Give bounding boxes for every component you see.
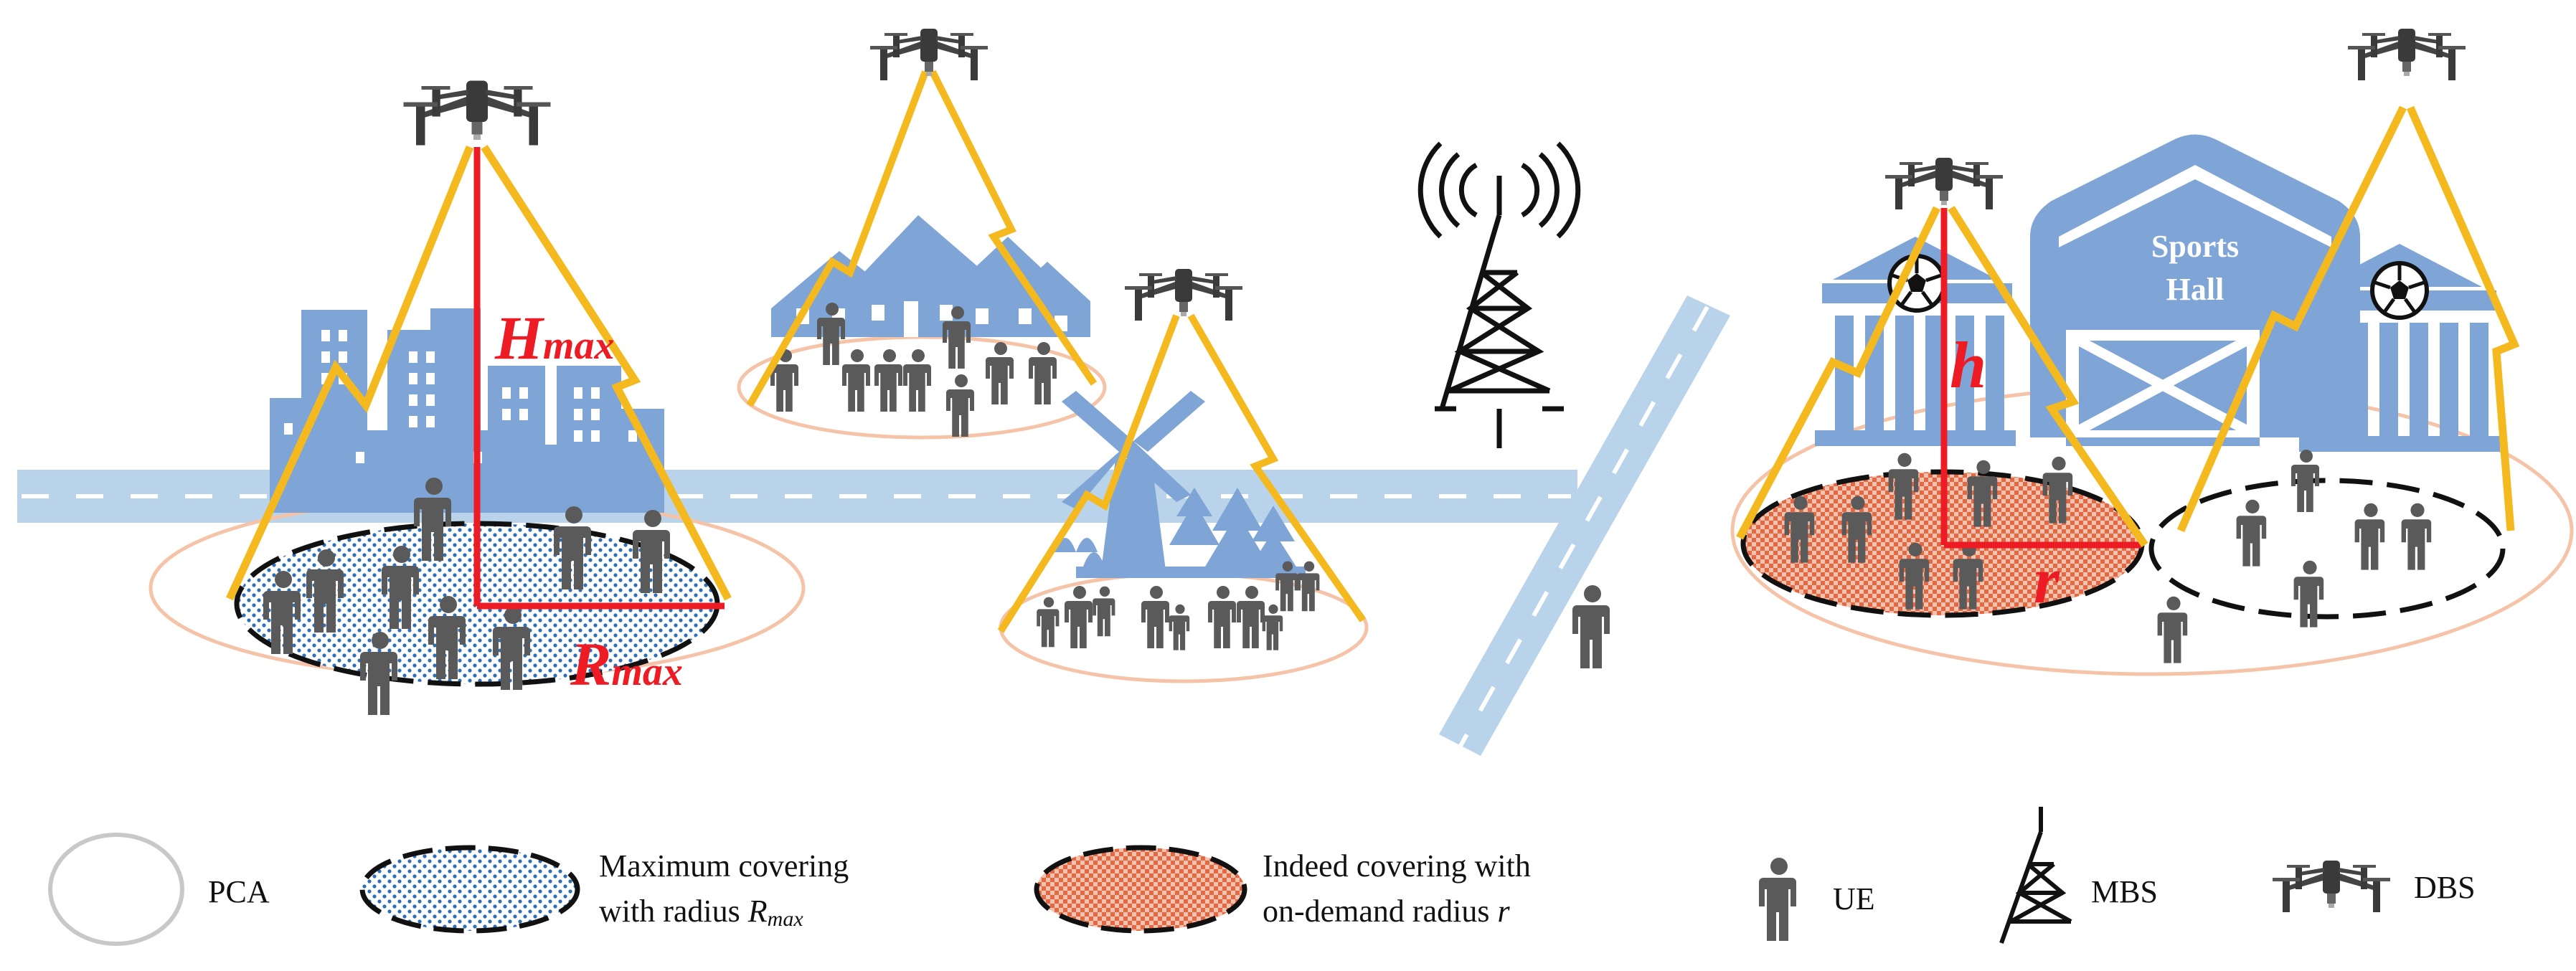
h-line	[1940, 208, 2141, 549]
city-windows	[284, 330, 637, 463]
drone-sports-left	[1885, 158, 2003, 209]
drone-windmill	[1125, 269, 1242, 321]
legend-ue-label: UE	[1833, 881, 1875, 916]
legend-indeed-line1: Indeed covering with	[1263, 848, 1531, 884]
legend-indeed-line2: on-demand radius r	[1263, 894, 1510, 929]
legend-pca-label: PCA	[208, 874, 270, 909]
houses-beams	[746, 70, 1098, 407]
legend-max-symbol	[359, 845, 580, 934]
soccer-ball-right-icon	[2372, 263, 2427, 318]
sports-hall	[2030, 134, 2360, 446]
legend-max-line1: Maximum covering	[599, 848, 849, 884]
legend-pca-symbol	[48, 833, 184, 946]
windmill	[1055, 391, 1306, 578]
h-max-line	[473, 147, 725, 610]
drone-city	[403, 80, 551, 146]
legend: PCA Maximum covering with radius Rmax In…	[48, 807, 2476, 946]
legend-mbs-icon	[1999, 807, 2072, 944]
h-label: h	[1950, 328, 1986, 402]
city-buildings	[270, 308, 664, 513]
second-coverage-area	[2148, 478, 2506, 620]
diagonal-road	[1439, 295, 1730, 756]
r-label: r	[2034, 544, 2060, 617]
legend-mbs-label: MBS	[2091, 874, 2158, 909]
horizontal-road	[17, 470, 1577, 523]
sports-beams	[1736, 105, 2520, 548]
sports-hall-label-line1: Sports	[2151, 229, 2239, 264]
legend-dbs-icon	[2273, 861, 2390, 912]
mbs-tower	[1417, 141, 1581, 448]
windmill-beams	[997, 313, 1367, 633]
drone-sports-right	[2348, 29, 2466, 80]
r-max-label: Rmax	[570, 630, 683, 698]
legend-max-line2: with radius Rmax	[599, 894, 803, 931]
h-max-label: Hmax	[494, 303, 614, 372]
legend-ue-icon	[1759, 858, 1796, 941]
city-beams	[225, 145, 732, 601]
drone-houses	[870, 29, 988, 80]
sports-hall-label-line2: Hall	[2166, 272, 2224, 307]
roadside-user	[1572, 585, 1610, 668]
legend-dbs-label: DBS	[2414, 870, 2476, 905]
legend-indeed-symbol	[1034, 845, 1247, 934]
